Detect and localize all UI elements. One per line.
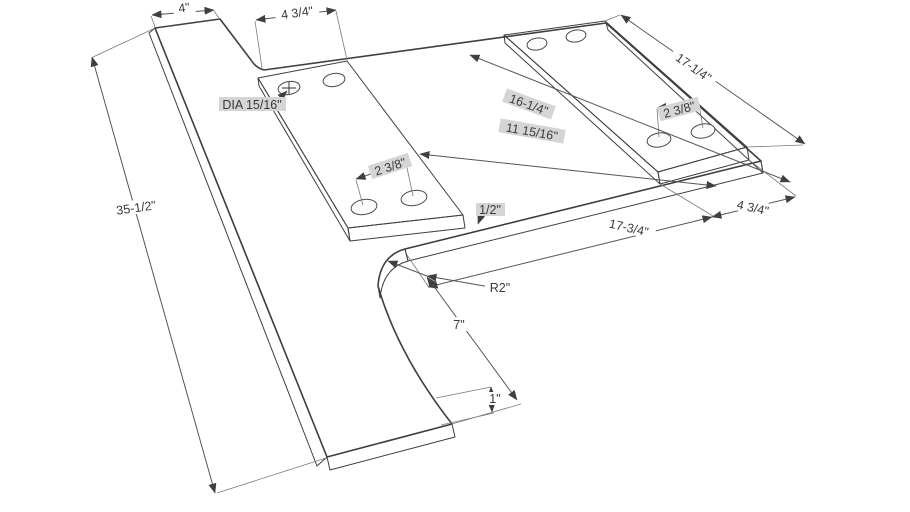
dim-line-mid-span — [419, 151, 717, 189]
bolt-hole — [690, 123, 716, 139]
plate-front-face — [404, 160, 764, 262]
bolt-hole — [400, 189, 428, 207]
arm-front-face — [326, 423, 456, 471]
dim-line-front-span — [427, 215, 713, 289]
dim-hole-diameter-label: DIA 15/16" — [222, 98, 281, 112]
leader-fillet-radius-2 — [387, 260, 428, 277]
bolt-hole — [565, 29, 587, 43]
right-doubler-front-face — [657, 146, 750, 185]
extension-lines — [92, 10, 804, 494]
bolt-hole — [322, 72, 346, 88]
dim-notch-depth-label: 7" — [453, 318, 464, 332]
dim-doubler-thickness-label: 1/2" — [479, 203, 501, 217]
dim-left-plate-width-label: 4 3/4" — [280, 4, 314, 22]
dim-plate-thickness-label: 1" — [489, 392, 500, 406]
dim-arm-width-label: 4" — [178, 0, 191, 15]
dim-right-plate-length-label: 17-1/4" — [673, 51, 714, 85]
dim-left-hole-spacing-label: 2 3/8" — [373, 155, 408, 178]
leader-fillet-radius-1 — [426, 273, 491, 288]
dim-fillet-radius-label: R2" — [490, 281, 510, 295]
dim-right-plate-width-label: 4 3/4" — [735, 198, 770, 219]
part-top-face — [154, 18, 762, 458]
dimension-labels: 4" 4 3/4" DIA 15/16" 17-1/4" 16-1/4" 11 … — [107, 0, 777, 406]
arm-left-side-face — [148, 27, 328, 467]
bolt-hole — [526, 37, 548, 51]
fillet-face — [377, 248, 409, 299]
dim-back-span-label: 16-1/4" — [508, 92, 550, 119]
dim-mid-span-label: 11 15/16" — [505, 121, 559, 144]
left-doubler-top-face — [257, 60, 464, 229]
dim-line-notch-depth — [426, 276, 518, 401]
bolt-hole — [350, 198, 378, 216]
left-doubler-front-face — [347, 214, 466, 242]
dim-front-span-label: 17-3/4" — [608, 217, 650, 240]
dim-line-arm-length — [90, 56, 217, 494]
dim-line-back-span — [469, 54, 791, 183]
hole-center-mark — [282, 82, 296, 94]
dim-arm-length-label: 35-1/2" — [115, 198, 156, 217]
dim-right-hole-spacing-label: 2 3/8" — [662, 99, 697, 121]
